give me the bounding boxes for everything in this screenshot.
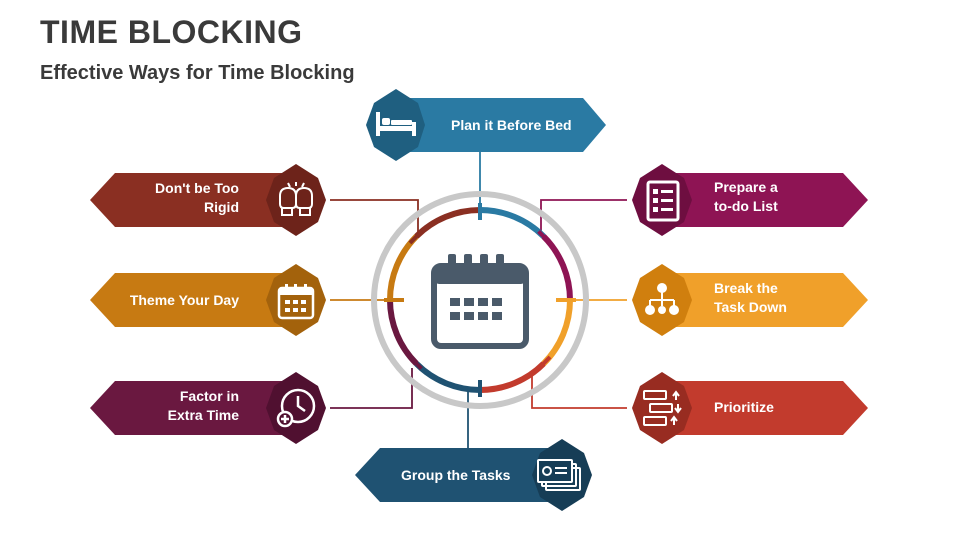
item-rigid (90, 164, 326, 236)
prioritize-arrow-banner (660, 381, 868, 435)
break-label-line2: Task Down (714, 299, 787, 315)
rigid-arrow-banner (90, 173, 300, 227)
rigid-label-line2: Rigid (204, 199, 239, 215)
stacked-windows-icon (537, 459, 581, 491)
group-arrow-banner (355, 448, 550, 502)
calendar-icon (277, 284, 315, 320)
prioritize-label: Prioritize (714, 399, 774, 415)
theme-label: Theme Your Day (129, 292, 239, 308)
item-plan (366, 89, 606, 161)
item-factor (90, 372, 326, 444)
page-title: TIME BLOCKING (40, 14, 303, 50)
bed-icon (376, 112, 416, 136)
priority-list-icon (643, 390, 682, 426)
connector-rigid (330, 199, 419, 238)
factor-label-line1: Factor in (179, 388, 239, 404)
rigid-label: Don't be Too Rigid (155, 179, 239, 217)
plan-label: Plan it Before Bed (451, 117, 572, 133)
item-theme (90, 264, 326, 336)
connector-todo (540, 199, 627, 240)
checklist-icon (646, 180, 680, 222)
item-todo (632, 164, 868, 236)
connector-factor (330, 368, 413, 409)
item-break (632, 264, 868, 336)
tick-bottom-right (537, 355, 552, 371)
hierarchy-icon (645, 283, 679, 315)
boxing-gloves-icon (279, 182, 313, 216)
central-hub (371, 191, 589, 409)
item-group (355, 439, 592, 511)
todo-label-line2: to-do List (714, 198, 778, 214)
todo-label-line1: Prepare a (714, 179, 778, 195)
calendar-icon (431, 254, 529, 349)
factor-label-line2: Extra Time (167, 407, 239, 423)
factor-label: Factor in Extra Time (168, 387, 239, 425)
connector-prioritize (531, 368, 627, 409)
clock-plus-icon (276, 388, 316, 428)
outer-ring (371, 191, 589, 409)
tick-top-left (408, 229, 423, 245)
page-subtitle: Effective Ways for Time Blocking (40, 62, 355, 84)
todo-label: Prepare a to-do List (714, 178, 778, 216)
connector-lines (330, 152, 627, 448)
theme-arrow-banner (90, 273, 300, 327)
item-prioritize (632, 372, 868, 444)
tick-bottom-left (408, 355, 423, 371)
group-label: Group the Tasks (401, 467, 511, 483)
rigid-label-line1: Don't be Too (155, 180, 239, 196)
factor-arrow-banner (90, 381, 300, 435)
tick-top-right (537, 229, 552, 245)
break-label: Break the Task Down (714, 279, 787, 317)
break-label-line1: Break the (714, 280, 778, 296)
todo-arrow-banner (660, 173, 868, 227)
plan-arrow-banner (410, 98, 606, 152)
break-arrow-banner (660, 273, 868, 327)
